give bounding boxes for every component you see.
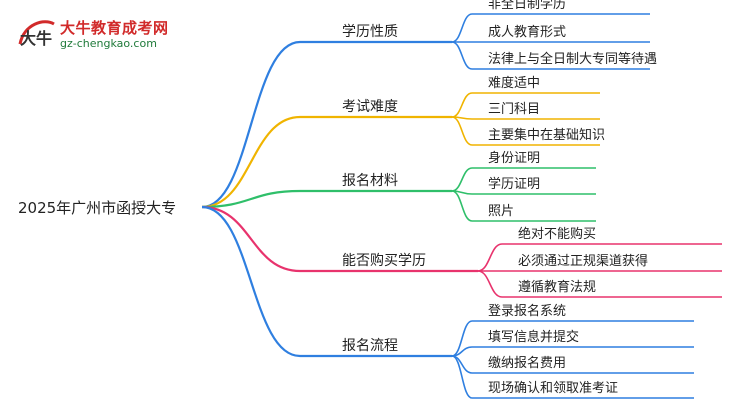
leaf-label: 三门科目 [488,102,540,117]
logo-title: 大牛教育成考网 [60,19,169,37]
leaf-label: 照片 [488,204,514,219]
leaf-label: 学历证明 [488,176,540,192]
logo-mark-text: 大牛 [20,29,52,48]
leaf-label: 难度适中 [488,75,540,91]
branch-to-leaf-connector [451,41,473,70]
leaf-node: 身份证明 [451,150,596,192]
branch-to-leaf-connector [451,355,473,399]
site-logo: 大牛 大牛教育成考网 gz-chengkao.com [14,14,184,54]
leaf-label: 法律上与全日制大专同等待遇 [488,51,657,67]
leaf-node: 法律上与全日制大专同等待遇 [451,41,657,70]
logo-url: gz-chengkao.com [60,37,157,50]
root-to-branch-connector [201,189,301,209]
root-node: 2025年广州市函授大专 [18,199,176,217]
leaf-node: 遵循教育法规 [477,270,722,298]
leaf-node: 缴纳报名费用 [451,355,694,374]
leaf-label: 遵循教育法规 [518,279,596,295]
leaf-label: 非全日制学历 [488,0,566,12]
root-to-branch-connector [201,205,301,358]
leaf-node: 现场确认和领取准考证 [451,355,694,399]
leaf-label: 填写信息并提交 [488,329,579,345]
branch-to-leaf-connector [451,190,473,222]
branch-to-leaf-connector [451,167,473,192]
branch-to-leaf-connector [451,92,473,118]
leaf-label: 成人教育形式 [488,24,566,40]
leaf-label: 缴纳报名费用 [488,355,566,371]
leaf-label: 身份证明 [488,150,540,166]
leaf-label: 现场确认和领取准考证 [488,381,618,396]
root-to-branch-connector [201,205,301,273]
branch-label: 能否购买学历 [342,253,426,269]
branch-to-leaf-connector [477,270,503,298]
leaf-node: 填写信息并提交 [451,329,694,357]
branch-label: 考试难度 [342,99,398,115]
leaf-node: 成人教育形式 [452,24,650,43]
leaf-node: 必须通过正规渠道获得 [477,253,722,272]
branch-label: 学历性质 [342,24,398,40]
branch-label: 报名流程 [342,338,398,354]
leaf-label: 主要集中在基础知识 [488,127,605,143]
logo-mark-icon: 大牛 [18,20,55,48]
leaf-node: 照片 [451,190,596,222]
leaf-node: 三门科目 [451,102,600,120]
root-to-branch-connector [201,115,301,209]
branch-to-leaf-connector [477,243,503,272]
leaf-node: 主要集中在基础知识 [451,116,605,146]
leaf-node: 学历证明 [451,176,596,195]
leaf-label: 登录报名系统 [488,303,566,319]
root-to-branch-connector [201,40,301,209]
branch-label: 报名材料 [342,173,398,189]
branch-to-leaf-connector [451,116,473,146]
leaf-node: 非全日制学历 [451,0,650,43]
branch-to-leaf-connector [451,13,473,43]
leaf-label: 绝对不能购买 [518,226,596,242]
leaf-label: 必须通过正规渠道获得 [518,253,648,269]
